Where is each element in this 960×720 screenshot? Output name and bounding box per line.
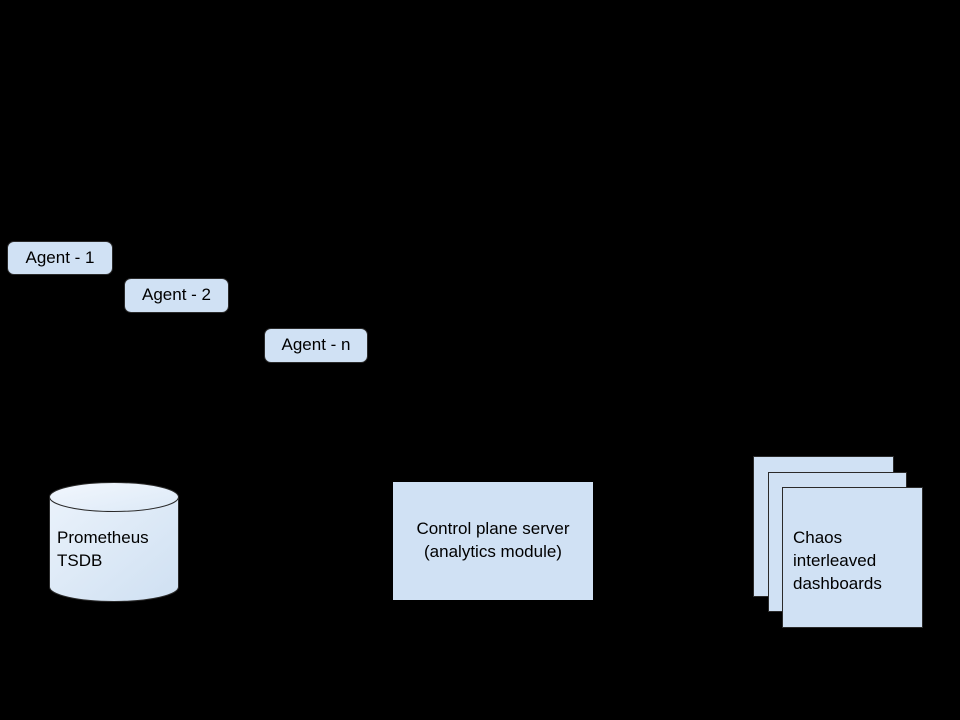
- node-prometheus-tsdb[interactable]: [49, 482, 179, 602]
- node-agent-n[interactable]: Agent - n: [264, 328, 368, 363]
- node-agent-1[interactable]: Agent - 1: [7, 241, 113, 275]
- node-agent-n-label: Agent - n: [281, 335, 351, 355]
- node-prometheus-tsdb-label: Prometheus TSDB: [57, 528, 149, 570]
- node-agent-1-label: Agent - 1: [25, 247, 95, 267]
- node-agent-2[interactable]: Agent - 2: [124, 278, 229, 313]
- node-agent-2-label: Agent - 2: [142, 285, 211, 305]
- node-control-plane-server-label: Control plane server (analytics module): [416, 519, 570, 561]
- cylinder-icon: [49, 482, 179, 602]
- node-control-plane-server[interactable]: Control plane server (analytics module): [393, 482, 593, 600]
- dashboard-panel-front[interactable]: [782, 487, 923, 628]
- node-chaos-dashboards-label: Chaos interleaved dashboards: [793, 528, 882, 593]
